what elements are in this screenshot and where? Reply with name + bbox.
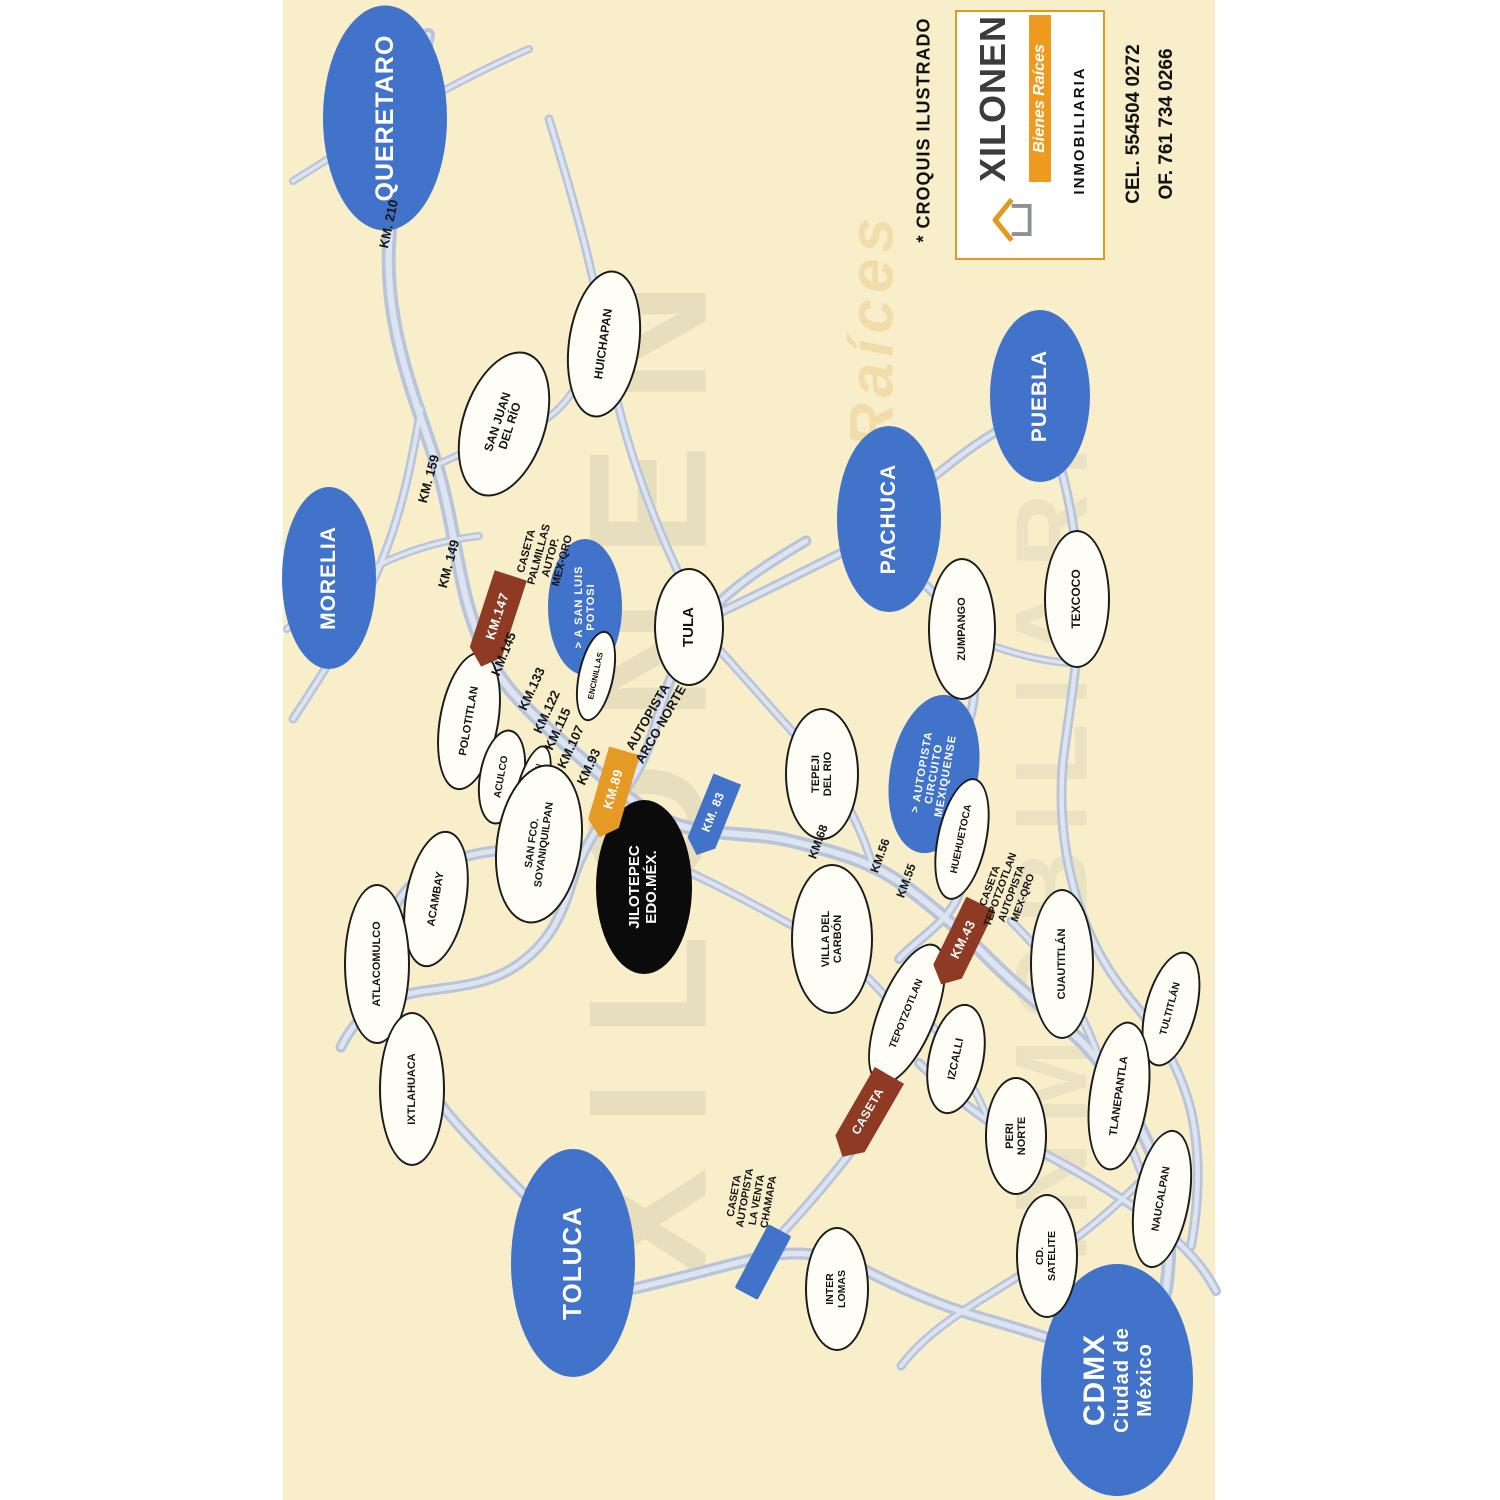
map-node-cuautitlan: CUAUTITLÁN [1030, 889, 1094, 1039]
brand-name: XILONEN [971, 14, 1013, 182]
phone-of: OF. 761 734 0266 [1156, 48, 1177, 200]
map-node-cd-satelite: CD.SATELITE [1016, 1194, 1078, 1318]
map-node-ixtlahuaca: IXTLAHUACA [379, 1012, 445, 1166]
map-node-puebla: PUEBLA [990, 310, 1090, 482]
croquis-note: * CROQUIS ILUSTRADO [913, 17, 934, 243]
brand-tagline: Bienes Raíces [1028, 14, 1051, 182]
map-node-zumpango: ZUMPANGO [928, 558, 996, 700]
map-node-texcoco: TEXCOCO [1044, 530, 1110, 668]
map-node-pachuca: PACHUCA [837, 426, 941, 612]
map-node-morelia: MORELIA [282, 487, 376, 669]
house-icon [992, 197, 1032, 243]
logo-box: XILONEN Bienes Raíces INMOBILIARIA [955, 10, 1105, 260]
phone-cel: CEL. 554504 0272 [1123, 44, 1144, 204]
brand-subtitle: INMOBILIARIA [1070, 66, 1088, 195]
map-node-toluca: TOLUCA [511, 1149, 635, 1377]
